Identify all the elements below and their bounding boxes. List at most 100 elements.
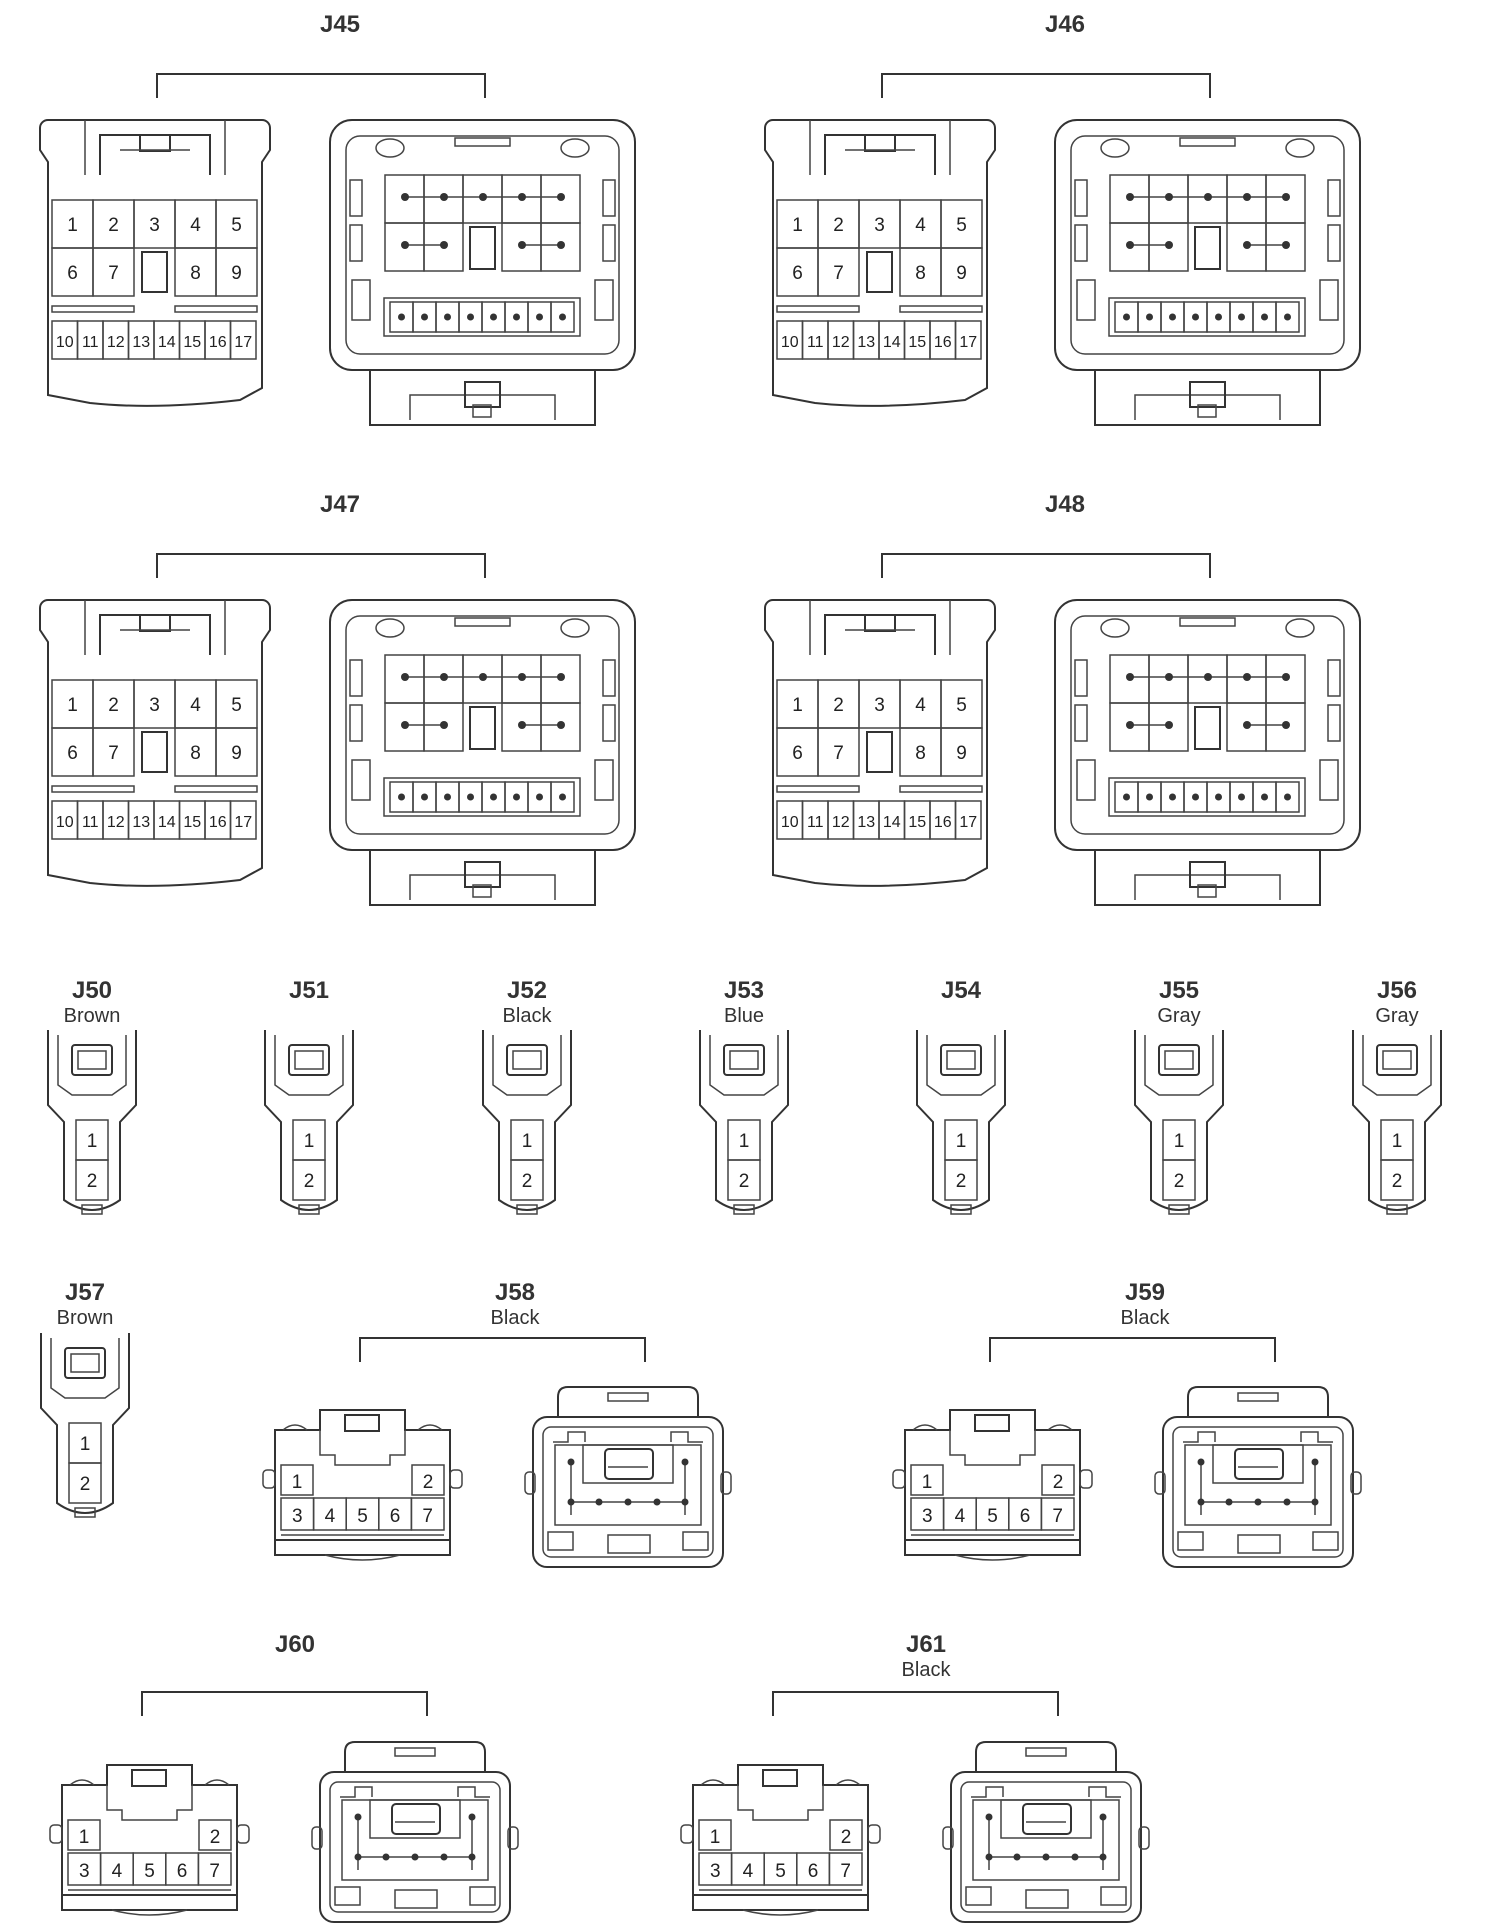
pin-number: 15	[908, 334, 926, 351]
pin-number: 12	[107, 334, 125, 351]
terminal-dot	[1282, 193, 1290, 201]
guide-hole	[375, 138, 405, 158]
terminal-dot	[985, 1813, 993, 1821]
latch	[506, 1044, 548, 1076]
pair-bracket	[359, 1337, 646, 1362]
pin-cell	[92, 247, 135, 297]
terminal-dot	[490, 313, 497, 321]
latch	[723, 1044, 765, 1076]
pin-number: 6	[177, 1861, 188, 1882]
connector-2pin: 12	[1134, 1030, 1224, 1215]
pin-number: 5	[956, 695, 967, 716]
pin-number: 1	[710, 1827, 721, 1848]
key-slot	[469, 706, 496, 750]
terminal-dot	[1165, 193, 1173, 201]
connector-housing	[329, 119, 636, 371]
terminal-dot	[444, 313, 451, 321]
guide-hole	[1100, 618, 1130, 638]
terminal-dot	[1146, 793, 1153, 801]
pin-number: 16	[209, 814, 227, 831]
terminal-cell	[1148, 222, 1189, 272]
latch-frame	[369, 850, 596, 906]
pin-number: 7	[1052, 1506, 1063, 1527]
pin-number: 1	[792, 215, 803, 236]
pin-number: 1	[1392, 1131, 1403, 1152]
terminal-cell	[550, 301, 575, 333]
latch	[464, 861, 501, 888]
terminal-dot	[1126, 241, 1134, 249]
pin-number: 9	[231, 743, 242, 764]
terminal-dot	[1284, 793, 1291, 801]
terminal-dot	[1243, 673, 1251, 681]
terminal-dot	[1204, 193, 1212, 201]
terminal-dot	[440, 193, 448, 201]
latch	[1234, 1448, 1284, 1480]
pin-number: 10	[781, 334, 799, 351]
terminal-dot	[985, 1853, 993, 1861]
terminal-dot	[1165, 241, 1173, 249]
terminal-dot	[468, 1813, 476, 1821]
pin-cell	[698, 1819, 732, 1851]
pin-number: 15	[183, 814, 201, 831]
pin-number: 5	[775, 1861, 786, 1882]
latch	[864, 134, 896, 152]
pin-number: 6	[1020, 1506, 1031, 1527]
pin-number: 5	[987, 1506, 998, 1527]
connector-housing	[975, 1741, 1117, 1772]
terminal-cell	[540, 702, 581, 752]
terminal-dot	[536, 313, 543, 321]
connector-housing	[1187, 1386, 1329, 1417]
terminal-dot	[1215, 313, 1222, 321]
pin-number: 16	[209, 334, 227, 351]
terminal-dot	[467, 313, 474, 321]
pin-number: 8	[190, 743, 201, 764]
connector-label: J57	[65, 1279, 105, 1306]
connector-housing	[1162, 1416, 1354, 1568]
pin-cell	[829, 1819, 863, 1851]
pin-cell	[954, 800, 982, 840]
pin-cell	[292, 1159, 326, 1201]
connector-housing	[1054, 119, 1361, 371]
connector-color-label: Blue	[724, 1005, 764, 1027]
pin-cell	[940, 727, 983, 777]
pin-number: 11	[807, 334, 824, 351]
pin-number: 2	[833, 215, 844, 236]
connector-label: J56	[1377, 977, 1417, 1004]
connector-housing	[764, 599, 996, 887]
pin-number: 4	[325, 1506, 336, 1527]
pin-number: 2	[1392, 1171, 1403, 1192]
terminal-cell	[423, 222, 464, 272]
pin-cell	[410, 1497, 445, 1531]
terminal-cell	[1275, 781, 1300, 813]
terminal-dot	[1261, 793, 1268, 801]
terminal-dot	[1238, 793, 1245, 801]
pin-number: 16	[934, 334, 952, 351]
terminal-dot	[1261, 313, 1268, 321]
connector-housing	[264, 1030, 354, 1211]
connector-17pin-rear	[329, 119, 636, 426]
terminal-dot	[479, 193, 487, 201]
pin-number: 3	[710, 1861, 721, 1882]
key-slot	[1194, 226, 1221, 270]
pin-number: 6	[808, 1861, 819, 1882]
pin-cell	[215, 727, 258, 777]
terminal-dot	[1243, 721, 1251, 729]
connector-housing	[39, 599, 271, 887]
key-slot	[469, 226, 496, 270]
pin-number: 1	[292, 1472, 303, 1493]
terminal-dot	[1311, 1458, 1319, 1466]
latch	[131, 1769, 167, 1787]
terminal-dot	[398, 313, 405, 321]
terminal-dot	[624, 1498, 632, 1506]
terminal-cell	[550, 781, 575, 813]
guide-hole	[1100, 138, 1130, 158]
